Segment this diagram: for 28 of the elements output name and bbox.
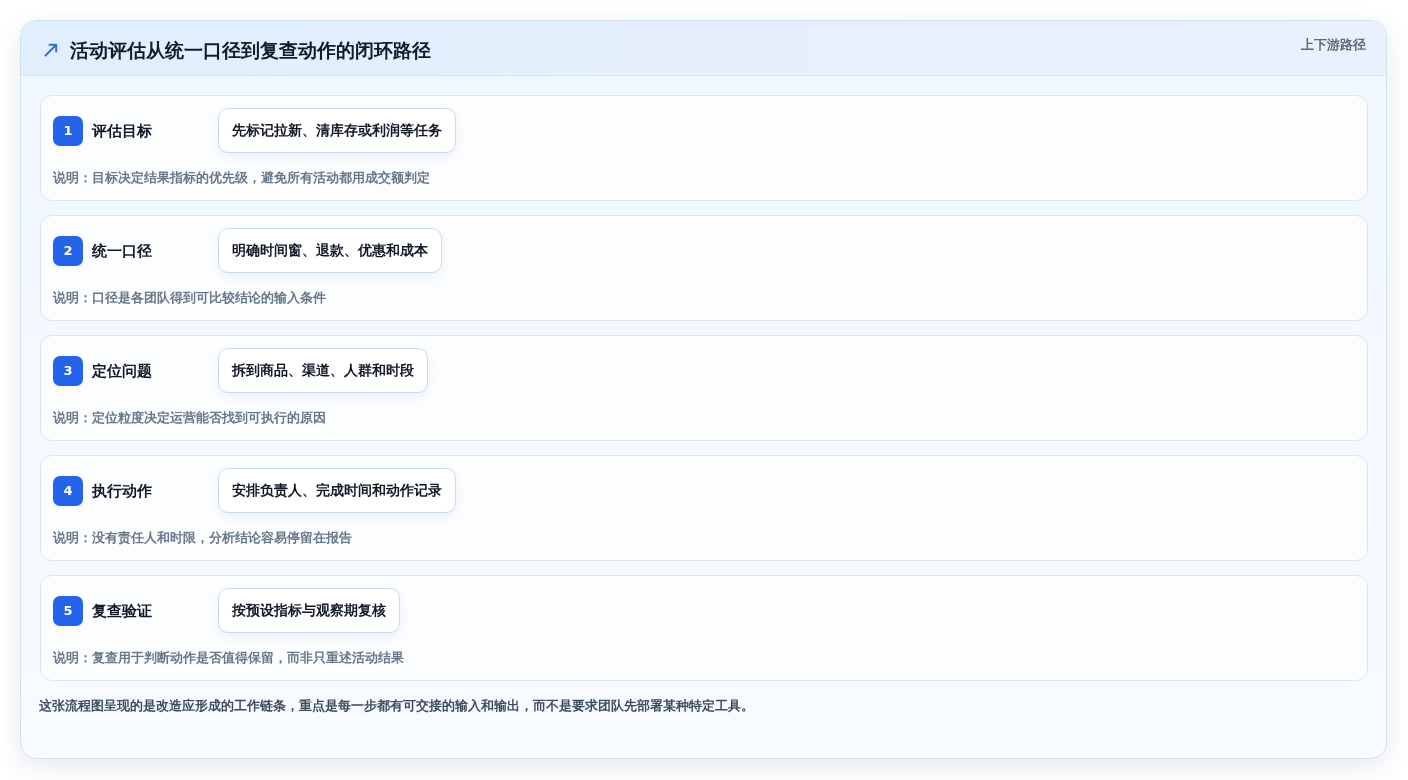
step-note: 说明：没有责任人和时限，分析结论容易停留在报告 — [53, 529, 352, 547]
header-note: 上下游路径 — [1301, 36, 1366, 54]
step-number-badge: 1 — [53, 116, 83, 146]
caption-text: 这张流程图呈现的是改造应形成的工作链条，重点是每一步都有可交接的输入和输出，而不是要求团队先部署某种特定工具。 — [39, 697, 754, 715]
step-number-badge: 3 — [53, 356, 83, 386]
step-card — [40, 335, 1368, 441]
step-name: 复查验证 — [92, 601, 152, 622]
step-card — [40, 95, 1368, 201]
step-name: 统一口径 — [92, 241, 152, 262]
output-tag: 明确时间窗、退款、优惠和成本 — [218, 228, 442, 273]
step-name: 评估目标 — [92, 121, 152, 142]
step-note: 说明：定位粒度决定运营能否找到可执行的原因 — [53, 409, 326, 427]
step-number-badge: 2 — [53, 236, 83, 266]
output-tag: 安排负责人、完成时间和动作记录 — [218, 468, 456, 513]
output-tag: 先标记拉新、清库存或利润等任务 — [218, 108, 456, 153]
output-tag: 按预设指标与观察期复核 — [218, 588, 400, 633]
step-number-badge: 5 — [53, 596, 83, 626]
output-tag: 拆到商品、渠道、人群和时段 — [218, 348, 428, 393]
step-note: 说明：复查用于判断动作是否值得保留，而非只重述活动结果 — [53, 649, 404, 667]
panel-title: 活动评估从统一口径到复查动作的闭环路径 — [70, 39, 431, 61]
step-card — [40, 575, 1368, 681]
step-note: 说明：目标决定结果指标的优先级，避免所有活动都用成交额判定 — [53, 169, 430, 187]
step-name: 执行动作 — [92, 481, 152, 502]
step-note: 说明：口径是各团队得到可比较结论的输入条件 — [53, 289, 326, 307]
step-card — [40, 455, 1368, 561]
step-card — [40, 215, 1368, 321]
step-number-badge: 4 — [53, 476, 83, 506]
step-name: 定位问题 — [92, 361, 152, 382]
